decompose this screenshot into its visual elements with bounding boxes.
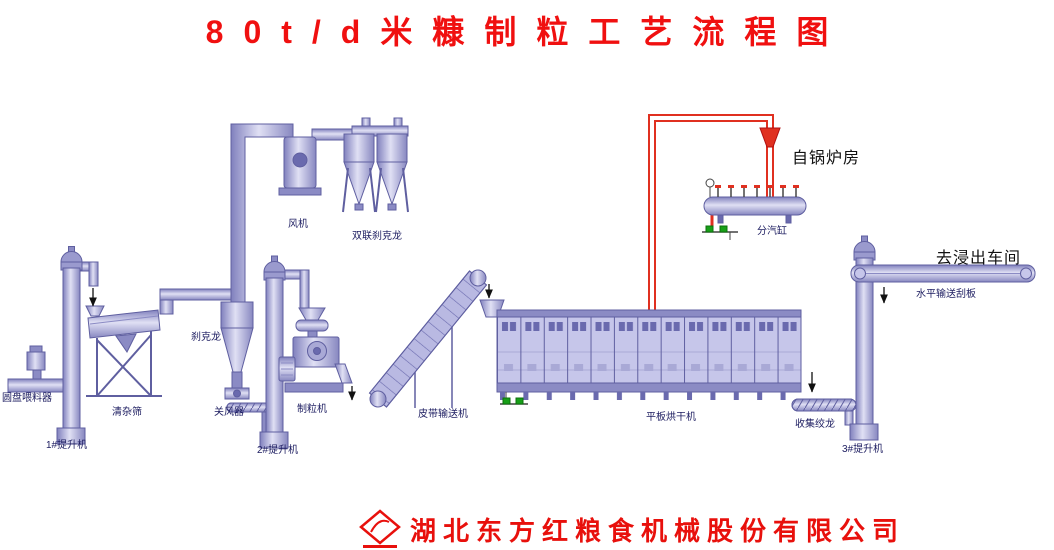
collection-auger (791, 398, 857, 412)
label-pellet-mill: 制粒机 (297, 404, 327, 415)
label-cyclone: 刹克龙 (191, 332, 221, 343)
disc-feeder (7, 345, 65, 393)
flat-dryer (496, 309, 802, 400)
label-airlock: 关风器 (214, 407, 244, 418)
page-title: 80t/d米糠制粒工艺流程图 (205, 14, 849, 50)
label-elevator3: 3#提升机 (842, 444, 884, 455)
label-collection-auger: 收集绞龙 (795, 419, 835, 430)
belt-conveyor (368, 269, 488, 408)
label-fan: 风机 (288, 219, 308, 230)
annotation-from-boiler: 自锅炉房 (792, 150, 861, 167)
label-double-cyclone: 双联刹克龙 (352, 231, 402, 242)
cyclone (220, 301, 254, 389)
fan (278, 136, 322, 196)
label-belt-conveyor: 皮带输送机 (418, 409, 468, 420)
horizontal-scraper (850, 264, 1036, 283)
label-disc-feeder: 圆盘喂料器 (2, 393, 52, 404)
label-horizontal-scraper: 水平输送刮板 (916, 289, 976, 300)
company-logo (359, 509, 401, 548)
pellet-mill (278, 307, 353, 393)
cleaning-sieve (85, 305, 162, 397)
label-steam-distributor: 分汽缸 (757, 226, 787, 237)
elevator-1 (56, 246, 86, 445)
distributor-valves (717, 188, 797, 197)
elevator-3 (849, 235, 879, 441)
company-name: 湖北东方红粮食机械股份有限公司 (410, 515, 906, 546)
valve-handles (715, 185, 799, 188)
boiler-feed-funnel-icon (759, 127, 781, 148)
label-flat-dryer: 平板烘干机 (646, 412, 696, 423)
steam-trap-distributor (702, 225, 738, 240)
steam-distributor (703, 178, 807, 224)
steam-pipe-run (648, 114, 781, 312)
footer: 湖北东方红粮食机械股份有限公司 (358, 509, 905, 549)
double-cyclone (342, 117, 409, 213)
steam-trap-dryer (500, 392, 528, 405)
flow-arrows (89, 284, 888, 401)
label-elevator1: 1#提升机 (46, 440, 88, 451)
annotation-to-extraction: 去浸出车间 (936, 250, 1022, 267)
elevator-2 (259, 255, 289, 449)
label-elevator2: 2#提升机 (257, 445, 299, 456)
pressure-gauge-icon (705, 178, 715, 197)
label-cleaning-sieve: 清杂筛 (112, 407, 142, 418)
